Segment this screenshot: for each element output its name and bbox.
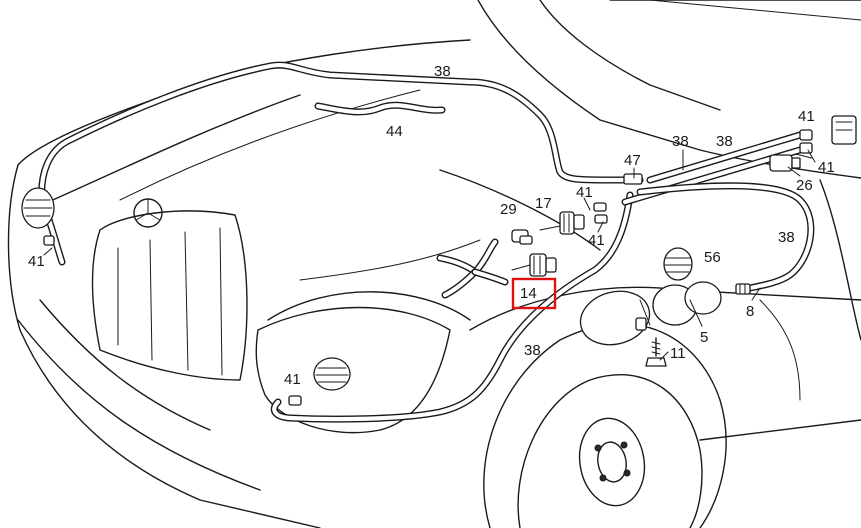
label-56: 56: [704, 249, 721, 266]
label-14: 14: [520, 285, 537, 302]
part-labels: 38 44 41 29 17 41 41 47 38 38 41 41 26 3…: [28, 63, 835, 388]
label-44: 44: [386, 123, 403, 140]
washer-nozzle-left: [21, 187, 55, 246]
label-38-mid-a: 38: [672, 133, 689, 150]
part-26-valve: [769, 154, 801, 172]
washer-nozzle-lower: [288, 357, 351, 406]
label-8: 8: [746, 303, 754, 320]
label-5: 5: [700, 329, 708, 346]
label-38-right: 38: [778, 229, 795, 246]
part-29-valve: [511, 229, 533, 245]
part-47-connector: [623, 173, 643, 185]
hose-38: [38, 61, 815, 423]
hose-44: [314, 101, 446, 116]
label-41-right-b: 41: [818, 159, 835, 176]
y-connector: [436, 238, 509, 299]
label-38-lower: 38: [524, 342, 541, 359]
label-41-lower: 41: [284, 371, 301, 388]
part-pump-right: [831, 115, 857, 145]
label-29: 29: [500, 201, 517, 218]
part-17-check-valve: [539, 211, 585, 235]
part-5-lens: [579, 281, 722, 346]
label-41-left: 41: [28, 253, 45, 270]
label-38-mid-b: 38: [716, 133, 733, 150]
part-41-connectors-right: [799, 129, 813, 154]
part-56-nozzle: [663, 247, 693, 281]
highlight-box-14: [511, 277, 557, 310]
label-41-mid-b: 41: [588, 232, 605, 249]
label-47: 47: [624, 152, 641, 169]
part-41-connectors-mid: [593, 202, 608, 224]
car-body-outline: [7, 0, 861, 528]
label-11: 11: [670, 345, 686, 362]
part-14-check-valve: [511, 253, 557, 277]
label-17: 17: [535, 195, 552, 212]
label-41-right-a: 41: [798, 108, 815, 125]
label-26: 26: [796, 177, 813, 194]
leader-lines: [43, 149, 816, 361]
part-11-bolt: [645, 337, 667, 367]
label-38-top: 38: [434, 63, 451, 80]
label-41-mid-a: 41: [576, 184, 593, 201]
part-8-connector: [735, 283, 751, 295]
